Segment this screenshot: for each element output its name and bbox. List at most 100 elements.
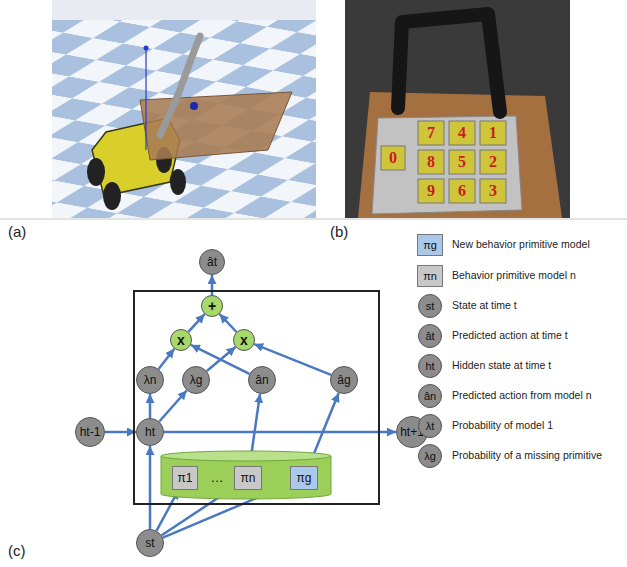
state-circle: ht-1 [75, 417, 105, 447]
legend-circle-swatch: ât [418, 324, 442, 348]
node-label: âg [337, 374, 350, 386]
model-library-cylinder: π1 πn πg [160, 450, 332, 500]
target-dot [190, 102, 198, 110]
legend-text: Behavior primitive model n [452, 270, 576, 282]
checker-floor [52, 20, 316, 218]
gripper [494, 106, 504, 116]
key-digit: 9 [427, 183, 435, 199]
legend-symbol: πn [423, 271, 437, 282]
robot-wheel [170, 169, 186, 195]
node-label: x [240, 333, 248, 347]
key-digit: 5 [458, 154, 466, 170]
connector-arrow [188, 314, 204, 332]
divider-line [0, 219, 627, 220]
key-digit: 8 [427, 154, 435, 170]
legend-circle-swatch: st [418, 294, 442, 318]
legend-text: Predicted action at time t [452, 330, 568, 342]
node-label: ht-1 [80, 426, 101, 438]
key [418, 121, 444, 145]
connector-arrow [105, 431, 136, 434]
connector-arrow [159, 349, 175, 369]
connector-arrow [159, 391, 186, 422]
cylinder-top [161, 451, 331, 461]
key-digit: 4 [458, 125, 466, 141]
key [381, 146, 405, 170]
legend-circle-swatch: λt [418, 414, 442, 438]
key-digit: 0 [389, 150, 397, 166]
state-circle: ân [248, 366, 276, 394]
primitive-box: π1 [172, 466, 198, 490]
node-label: + [208, 299, 216, 313]
key [480, 121, 506, 145]
connector-arrow [220, 314, 237, 332]
legend-symbol: st [426, 301, 435, 312]
key [449, 150, 475, 174]
robot-arm [398, 14, 500, 112]
state-circle: st [136, 529, 164, 557]
key-digit: 3 [489, 183, 497, 199]
node-label: πn [241, 472, 256, 484]
panel-label: (b) [330, 224, 348, 239]
state-circle: x [233, 329, 255, 351]
legend-text: Probability of a missing primitive [452, 450, 602, 462]
connector-arrow [149, 446, 152, 529]
connector-arrow [149, 394, 152, 418]
legend-symbol: ât [425, 331, 434, 342]
legend-symbol: λg [424, 451, 436, 462]
legend-text: State at time t [452, 300, 517, 312]
legend-symbol: λt [426, 421, 435, 432]
scene-background [345, 0, 570, 218]
state-circle: λn [136, 366, 164, 394]
legend-text: New behavior primitive model [452, 239, 590, 251]
connector-arrow [207, 347, 236, 371]
node-label: x [177, 333, 185, 347]
state-circle: x [170, 329, 192, 351]
primitive-box: πn [234, 466, 262, 490]
legend-box-swatch: πn [417, 265, 443, 287]
legend-circle-swatch: λg [418, 444, 442, 468]
key [480, 150, 506, 174]
robot-arm [160, 36, 200, 135]
legend-box-swatch: πg [417, 234, 443, 256]
connector-arrow [211, 275, 214, 295]
legend-circle-swatch: ân [418, 384, 442, 408]
panel-label: (c) [8, 543, 26, 558]
key-digit: 1 [489, 125, 497, 141]
key [480, 179, 506, 203]
node-label: πg [297, 472, 312, 484]
robot-wheel [87, 158, 105, 186]
key [418, 179, 444, 203]
key [449, 121, 475, 145]
axis-line [145, 48, 146, 150]
cylinder-body [161, 456, 331, 499]
primitive-box: πg [290, 466, 318, 490]
key-digit: 2 [489, 154, 497, 170]
node-label: λn [144, 374, 157, 386]
legend-text: Hidden state at time t [452, 360, 551, 372]
scene-ground [52, 0, 316, 218]
legend-symbol: πg [423, 240, 437, 251]
node-label: π1 [178, 472, 193, 484]
model-frame: + x x λn λg ân âg ht π1 πn πg [133, 290, 380, 505]
state-circle: ât [199, 249, 225, 275]
wood-table [358, 92, 562, 218]
legend-text: Probability of model 1 [452, 420, 553, 432]
key [449, 179, 475, 203]
simulation-scene-b [345, 0, 570, 218]
panel-label: (a) [8, 224, 26, 239]
robot-wheel [103, 182, 121, 210]
legend-text: Predicted action from model n [452, 390, 591, 402]
state-circle: ht [136, 418, 164, 446]
legend-symbol: ân [424, 391, 436, 402]
state-circle: λg [182, 366, 210, 394]
legend-circle-swatch: ht [418, 354, 442, 378]
legend-symbol: ht [425, 361, 434, 372]
ellipsis-label: … [211, 471, 224, 484]
key-digit: 6 [458, 183, 466, 199]
state-circle: + [201, 295, 223, 317]
node-label: ân [255, 374, 268, 386]
connector-arrow [164, 431, 396, 434]
key-digit: 7 [427, 125, 435, 141]
axis-dot [144, 46, 149, 51]
